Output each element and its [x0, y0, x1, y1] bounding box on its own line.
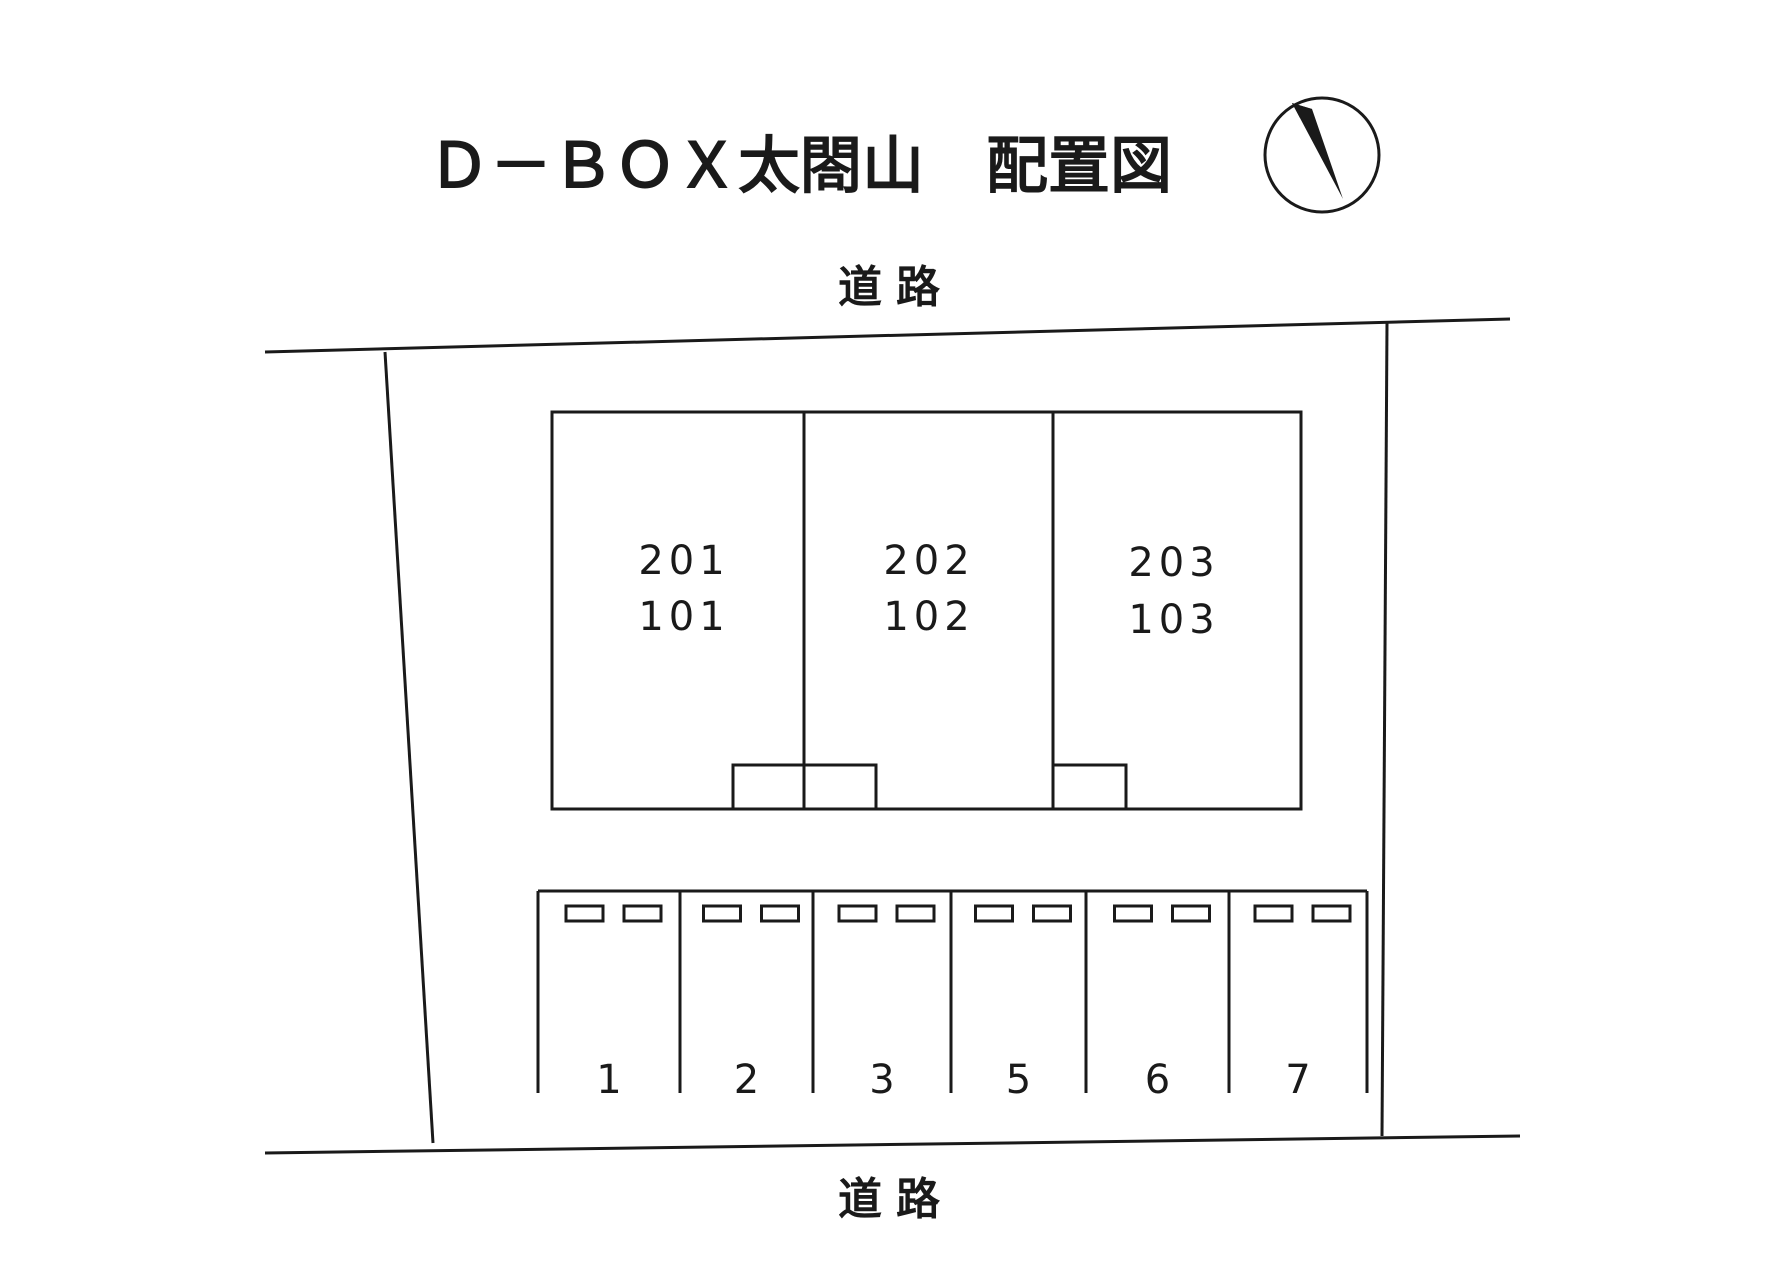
- wheel-stop: [564, 904, 605, 923]
- entrance-porch: [731, 763, 878, 811]
- parking-space: 6: [1113, 904, 1211, 1103]
- wheel-stop: [837, 904, 878, 923]
- entrance-porch: [1051, 763, 1128, 811]
- parking-space: 1: [564, 904, 663, 1103]
- road-edge-bottom: [264, 1134, 1521, 1155]
- parking-space: 3: [837, 904, 936, 1103]
- wheel-stop: [622, 904, 663, 923]
- unit-201-101: 201 101: [638, 538, 729, 640]
- wheel-stop: [895, 904, 936, 923]
- wheel-stop: [1253, 904, 1294, 923]
- parking-space-number: 7: [1285, 1057, 1310, 1103]
- unit-number-upper: 203: [1128, 540, 1219, 586]
- wheel-stop: [1113, 904, 1153, 923]
- wheel-stop: [974, 904, 1014, 923]
- page-title: Ｄ－ＢＯＸ太閤山 配置図: [428, 129, 1172, 202]
- wheel-stop: [1171, 904, 1211, 923]
- road-label-top: 道路: [838, 262, 954, 313]
- parking-space: 2: [702, 904, 800, 1103]
- boundary-right: [1380, 322, 1389, 1137]
- wheel-stop: [1032, 904, 1072, 923]
- building: 201 101 202 102 203 103: [550, 410, 1303, 811]
- wheel-stop: [1311, 904, 1352, 923]
- road-label-bottom: 道路: [838, 1174, 954, 1225]
- unit-number-lower: 103: [1128, 597, 1219, 643]
- wheel-stop: [760, 904, 800, 923]
- unit-number-upper: 201: [638, 538, 729, 584]
- unit-number-lower: 101: [638, 594, 729, 640]
- unit-number-lower: 102: [883, 594, 974, 640]
- site-boundary: [264, 317, 1521, 1155]
- parking-space-number: 5: [1006, 1057, 1031, 1103]
- parking-space-number: 2: [734, 1057, 759, 1103]
- unit-number-upper: 202: [883, 538, 974, 584]
- building-outline: [550, 410, 1303, 811]
- parking-lot: 1 2 3 5 6 7: [536, 889, 1369, 1103]
- unit-203-103: 203 103: [1128, 540, 1219, 643]
- unit-202-102: 202 102: [883, 538, 974, 640]
- parking-space-number: 3: [869, 1057, 894, 1103]
- parking-space-number: 1: [596, 1057, 621, 1103]
- boundary-left: [383, 351, 435, 1144]
- parking-space: 7: [1253, 904, 1352, 1103]
- parking-space-number: 6: [1145, 1057, 1170, 1103]
- north-arrow-icon: [1263, 96, 1381, 214]
- road-edge-top: [264, 317, 1511, 354]
- wheel-stop: [702, 904, 742, 923]
- parking-space: 5: [974, 904, 1072, 1103]
